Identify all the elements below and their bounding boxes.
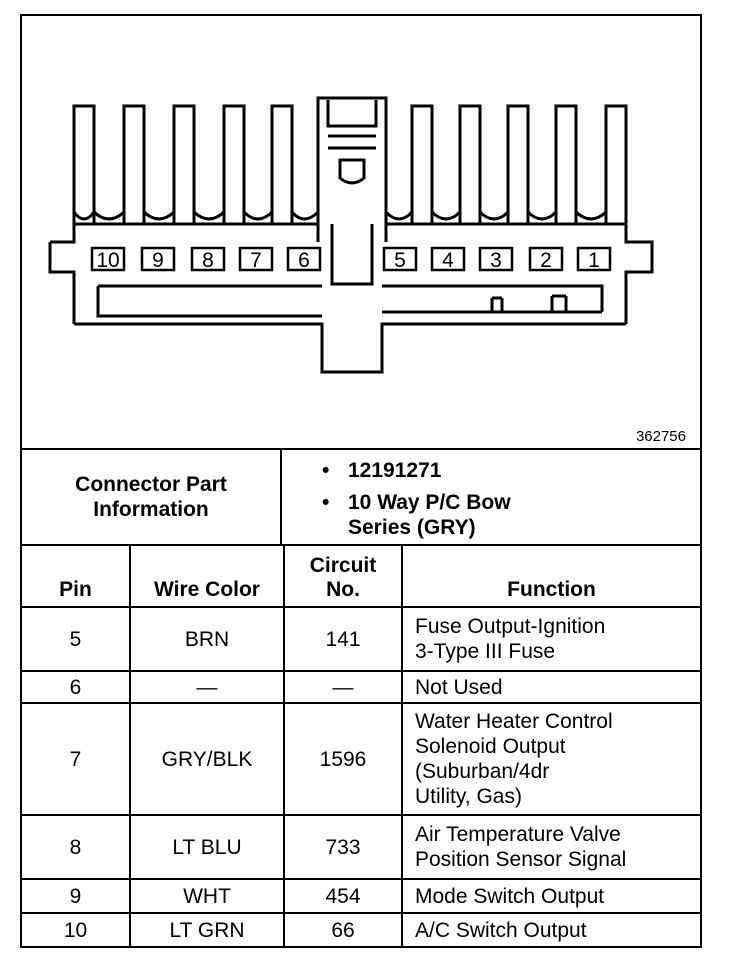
function-line: Fuse Output-Ignition xyxy=(415,615,606,638)
function-line: Solenoid Output xyxy=(415,735,566,758)
table-row: 7 GRY/BLK 1596 Water Heater Control Sole… xyxy=(22,702,700,816)
header-function: Function xyxy=(401,544,700,608)
circuit-cell: 66 xyxy=(283,912,403,947)
function-line: Utility, Gas) xyxy=(415,785,522,808)
header-circuit-line2: No. xyxy=(326,578,360,601)
part-number: 12191271 xyxy=(348,459,442,482)
pin-label-8: 8 xyxy=(202,249,214,272)
function-line: Air Temperature Valve xyxy=(415,823,621,846)
pin-label-6: 6 xyxy=(298,249,310,272)
pin-label-4: 4 xyxy=(442,249,454,272)
bullet-icon: • xyxy=(322,459,330,482)
circuit-cell: 454 xyxy=(283,878,403,914)
pin-cell: 5 xyxy=(22,606,131,672)
part-info-heading-line2: Information xyxy=(93,498,209,521)
wire-color-cell: LT BLU xyxy=(129,814,285,880)
function-line: (Suburban/4dr xyxy=(415,760,550,783)
wire-color-cell: LT GRN xyxy=(129,912,285,947)
part-info-heading: Connector Part Information xyxy=(22,450,282,544)
function-line: Water Heater Control xyxy=(415,710,613,733)
pin-cell: 9 xyxy=(22,878,131,914)
pin-label-5: 5 xyxy=(394,249,406,272)
function-cell: Air Temperature Valve Position Sensor Si… xyxy=(401,814,700,880)
function-line: Position Sensor Signal xyxy=(415,848,627,871)
function-cell: A/C Switch Output xyxy=(401,912,700,947)
pin-cell: 10 xyxy=(22,912,131,947)
connector-drawing: 10 9 8 7 6 5 4 3 2 1 xyxy=(48,96,654,374)
wire-color-cell: GRY/BLK xyxy=(129,702,285,816)
table-row: 10 LT GRN 66 A/C Switch Output xyxy=(22,912,700,947)
header-wire-color: Wire Color xyxy=(129,544,285,608)
function-line: Mode Switch Output xyxy=(415,884,605,908)
pin-cell: 7 xyxy=(22,702,131,816)
connector-part-info: Connector Part Information • 12191271 • … xyxy=(22,448,700,544)
header-circuit-line1: Circuit xyxy=(309,554,377,577)
part-description-item: • 10 Way P/C Bow Series (GRY) xyxy=(322,490,692,540)
connector-diagram: 10 9 8 7 6 5 4 3 2 1 362756 xyxy=(22,16,700,448)
function-line: Not Used xyxy=(415,675,503,699)
function-line: 3-Type III Fuse xyxy=(415,640,556,663)
bullet-icon: • xyxy=(322,491,330,514)
circuit-cell: 733 xyxy=(283,814,403,880)
pin-label-1: 1 xyxy=(588,249,600,272)
figure-id: 362756 xyxy=(635,428,686,445)
circuit-cell: 1596 xyxy=(283,702,403,816)
pin-label-7: 7 xyxy=(250,249,262,272)
wire-color-cell: WHT xyxy=(129,878,285,914)
function-cell: Water Heater Control Solenoid Output (Su… xyxy=(401,702,700,816)
part-description-line2: Series (GRY) xyxy=(348,516,476,539)
circuit-cell: — xyxy=(283,670,403,704)
table-row: 6 — — Not Used xyxy=(22,670,700,704)
part-description-line1: 10 Way P/C Bow xyxy=(348,491,511,514)
function-cell: Not Used xyxy=(401,670,700,704)
part-number-item: • 12191271 xyxy=(322,458,692,483)
wire-color-cell: BRN xyxy=(129,606,285,672)
function-line: A/C Switch Output xyxy=(415,919,587,942)
pin-table-header: Pin Wire Color Circuit No. Function xyxy=(22,544,700,608)
table-row: 5 BRN 141 Fuse Output-Ignition 3-Type II… xyxy=(22,606,700,672)
header-pin: Pin xyxy=(22,544,131,608)
table-row: 9 WHT 454 Mode Switch Output xyxy=(22,878,700,914)
connector-figure-frame: 10 9 8 7 6 5 4 3 2 1 362756 Connector Pa… xyxy=(20,14,702,948)
wire-color-cell: — xyxy=(129,670,285,704)
function-cell: Fuse Output-Ignition 3-Type III Fuse xyxy=(401,606,700,672)
pin-label-9: 9 xyxy=(152,249,164,272)
function-cell: Mode Switch Output xyxy=(401,878,700,914)
part-info-details: • 12191271 • 10 Way P/C Bow Series (GRY) xyxy=(322,458,692,547)
part-info-heading-line1: Connector Part xyxy=(75,473,227,496)
pin-label-3: 3 xyxy=(490,249,502,272)
header-circuit-no: Circuit No. xyxy=(283,544,403,608)
table-row: 8 LT BLU 733 Air Temperature Valve Posit… xyxy=(22,814,700,880)
pin-label-2: 2 xyxy=(540,249,552,272)
pin-cell: 6 xyxy=(22,670,131,704)
pin-cell: 8 xyxy=(22,814,131,880)
circuit-cell: 141 xyxy=(283,606,403,672)
pin-label-10: 10 xyxy=(96,249,119,272)
pin-table: Pin Wire Color Circuit No. Function 5 BR… xyxy=(22,544,700,947)
